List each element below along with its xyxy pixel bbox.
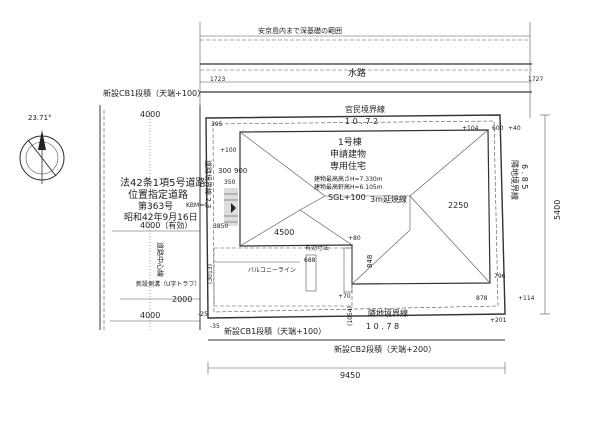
elev-m25: -25 [198, 311, 208, 318]
dim-1727: 1727 [528, 76, 543, 83]
building-footprint: 1号棟 申請建物 専用住宅 建物最高高さH=7.330m 建物最高軒高H=6.1… [213, 129, 491, 307]
dim-878: 878 [476, 295, 488, 302]
cb1-top-label: 新設CB1段積（天端+100） [103, 88, 205, 98]
cb2-bottom-label: 新設CB2段積（天端+200） [334, 344, 436, 354]
north-arrow: 23.71° [19, 114, 65, 184]
dim-5400: 5400 [553, 200, 562, 220]
bm-label: KBM=0 [186, 202, 208, 209]
right-boundary-length: 6 . 8 5 [520, 164, 529, 189]
road-side-boundary-label: 道路境界線 2.3 [204, 160, 213, 208]
dim-3013: (3013) [207, 264, 214, 284]
elev-p80: +80 [348, 235, 361, 242]
dimension-annotations: 300 900 3850 395 350 600 796 878 (3013) … [207, 114, 562, 380]
dim-600: 600 [492, 125, 504, 132]
dim-395: 395 [211, 121, 223, 128]
road-line1: 法42条1項5号道路 [120, 176, 205, 189]
road-center-label: 道路中心線 [156, 242, 165, 277]
road-line3: 第363号 [138, 200, 173, 212]
dim-1723: 1723 [210, 76, 225, 83]
dim-3850: 3850 [213, 223, 228, 230]
road-line4: 昭和42年9月16日 [124, 211, 198, 223]
building-height1: 建物最高高さH=7.330m [314, 175, 383, 183]
dim-4500: 4500 [274, 228, 294, 237]
bottom-boundary-length: 1 0 . 7 8 [366, 322, 399, 331]
building-use: 専用住宅 [330, 160, 366, 172]
elev-p100: +100 [220, 147, 237, 154]
dim-2000: 2000 [172, 295, 192, 304]
top-note: 安京島内まで深基礎の範囲 [258, 26, 342, 35]
road-line2: 位置指定道路 [128, 188, 188, 201]
elev-p201: +201 [490, 317, 507, 324]
dim-4000-top: 4000 [140, 110, 160, 119]
cb1-bottom-label: 新設CB1段積（天端+100） [224, 326, 326, 336]
dim-796: 796 [494, 273, 506, 280]
right-boundary-label: 隣地境界線 [510, 160, 520, 200]
dim-4000-bot: 4000 [140, 311, 160, 320]
dim-1054: (1054) [347, 306, 354, 326]
effective-label: 有効寸法 [305, 244, 329, 252]
official-boundary-label: 官民境界線 [345, 104, 385, 114]
north-angle-label: 23.71° [28, 114, 52, 122]
dim-688: 688 [304, 257, 316, 264]
dim-350: 350 [224, 179, 236, 186]
balcony-line-label: バルコニーライン [248, 267, 296, 274]
building-title: 1号棟 [338, 136, 362, 148]
lot-boundary: 官民境界線 1 0 . 7 2 隣地境界線 1 0 . 7 8 隣地境界線 6 … [205, 104, 529, 331]
bottom-wall-labels: 新設CB1段積（天端+100） 新設CB2段積（天端+200） [208, 326, 505, 354]
waterway-area: 安京島内まで深基礎の範囲 水路 1723 1727 [199, 22, 543, 118]
elevation-points: +40 +70 +114 +201 -25 -35 +80 +104 +100 [198, 125, 535, 330]
dim-4000-mid: 4000（有効） [140, 220, 192, 230]
dim-900: 900 [234, 167, 247, 175]
building-apply: 申請建物 [330, 148, 366, 160]
official-boundary-length: 1 0 . 7 2 [345, 117, 378, 126]
elev-p114: +114 [518, 295, 535, 302]
dim-9450: 9450 [340, 371, 360, 380]
bottom-boundary-label: 隣地境界線 [368, 308, 408, 318]
dim-300: 300 [218, 167, 231, 175]
dim-2250: 2250 [448, 201, 468, 210]
road-area: 新設CB1段積（天端+100） 4000 法42条1項5号道路 位置指定道路 第… [99, 88, 213, 330]
gutter-label: 新設側溝（U字トラフ） [136, 280, 200, 288]
sgl-label: SGL+100 [328, 193, 366, 202]
elev-m35: -35 [210, 323, 220, 330]
elev-p70: +70 [338, 293, 351, 300]
elev-p40: +40 [508, 125, 521, 132]
waterway-label: 水路 [348, 67, 366, 79]
elev-p104: +104 [462, 125, 479, 132]
fire-spread-line-label: 3m延焼線 [370, 194, 407, 204]
building-height2: 建物最高軒高H=6.105m [314, 183, 383, 191]
dim-848: 848 [366, 255, 374, 268]
